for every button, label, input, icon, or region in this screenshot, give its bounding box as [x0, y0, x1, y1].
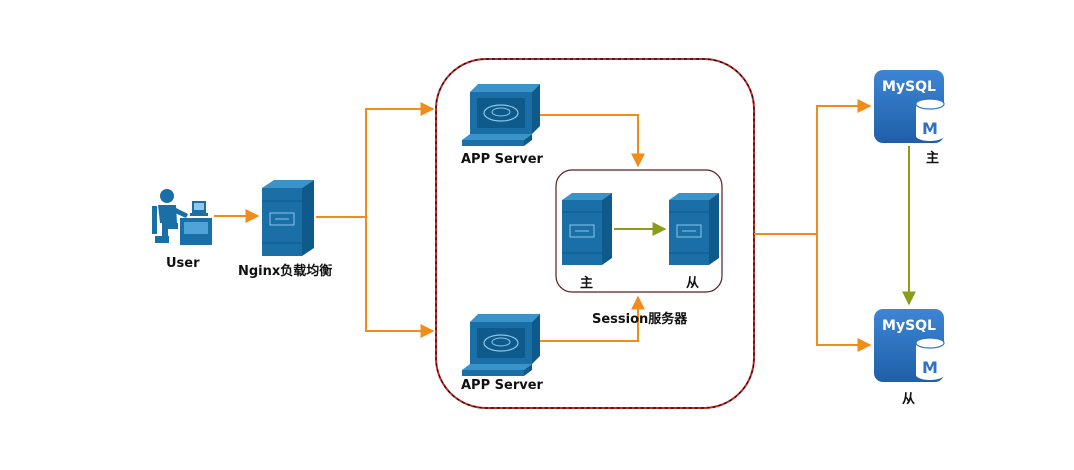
- session-server-group: [555, 169, 723, 293]
- edge-app-mysql-slave: [816, 234, 872, 352]
- session-master-label: 主: [580, 276, 594, 291]
- nginx-label: Nginx负载均衡: [238, 264, 333, 279]
- edge-nginx-app-top: [316, 102, 435, 218]
- mysql-master-brand: MySQL: [882, 79, 936, 95]
- edge-app-top-session: [540, 114, 645, 168]
- mysql-master-badge: M: [922, 119, 938, 138]
- mysql-master-label: 主: [926, 151, 940, 166]
- edge-nginx-app-bottom: [365, 217, 435, 338]
- user-icon: [152, 189, 212, 245]
- app-server-bottom-icon: [462, 314, 540, 376]
- edge-app-mysql-master: [754, 99, 872, 235]
- session-slave-label: 从: [686, 276, 700, 291]
- app-server-bottom-label: APP Server: [461, 378, 543, 393]
- mysql-master-icon: MySQL M: [874, 70, 945, 143]
- session-server-label: Session服务器: [592, 312, 688, 327]
- user-label: User: [166, 256, 200, 271]
- session-slave-server-icon: [669, 193, 719, 265]
- edge-app-bottom-session: [540, 295, 645, 342]
- mysql-slave-brand: MySQL: [882, 318, 936, 334]
- app-server-top-label: APP Server: [461, 152, 543, 167]
- mysql-slave-badge: M: [922, 358, 938, 377]
- mysql-slave-icon: MySQL M: [874, 309, 945, 382]
- app-server-top-icon: [462, 84, 540, 146]
- mysql-slave-label: 从: [902, 392, 916, 407]
- connectors: [214, 99, 916, 352]
- session-master-server-icon: [562, 193, 612, 265]
- nginx-server-icon: [262, 180, 314, 256]
